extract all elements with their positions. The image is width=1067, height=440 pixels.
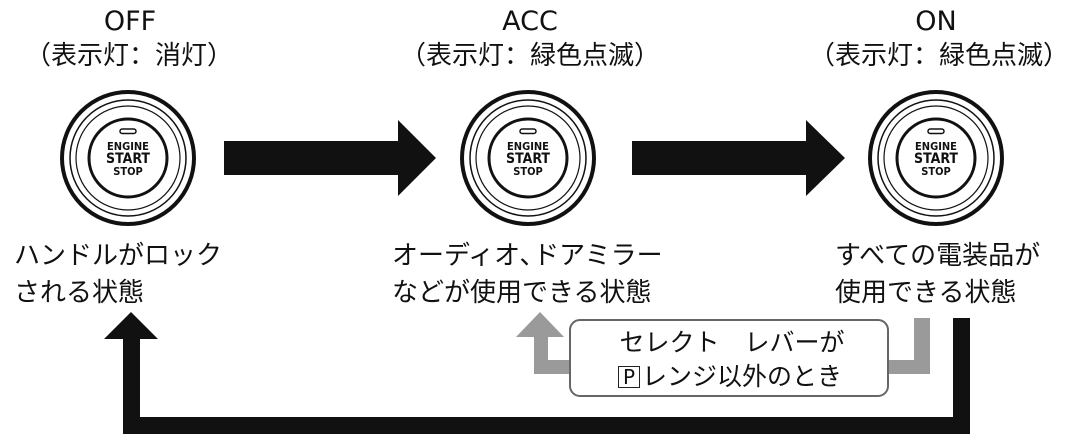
state-on-name: ON: [915, 6, 957, 37]
button-label-line: START: [506, 151, 550, 167]
state-on-description-line: すべての電装品が: [835, 241, 1041, 271]
state-acc-description-line: などが使用できる状態: [392, 278, 652, 308]
button-label: ENGINE START STOP: [901, 141, 971, 177]
return-arrow-icon: [104, 312, 970, 434]
state-acc-description: オーディオ､ドアミラー などが使用できる状態: [392, 238, 663, 312]
state-off-indicator: （表示灯：消灯）: [24, 41, 233, 71]
button-label-line: ENGINE: [915, 140, 957, 153]
state-off-description: ハンドルがロック される状態: [14, 238, 222, 312]
condition-note-line1: セレクト レバーが: [619, 328, 845, 357]
state-on-description: すべての電装品が 使用できる状態: [835, 238, 1040, 312]
state-acc-name: ACC: [502, 6, 558, 37]
button-label-line: START: [914, 151, 958, 167]
state-off-description-line: される状態: [14, 278, 145, 308]
condition-note-box: [569, 319, 889, 397]
state-on-description-line: 使用できる状態: [835, 278, 1017, 308]
state-off-name: OFF: [103, 6, 157, 37]
button-label-line: STOP: [513, 165, 543, 178]
state-acc-description-line: オーディオ､ドアミラー: [392, 241, 663, 271]
state-on-indicator: （表示灯：緑色点滅）: [808, 41, 1067, 71]
button-label-line: STOP: [113, 165, 143, 178]
button-label: ENGINE START STOP: [493, 141, 563, 177]
button-label-line: STOP: [921, 165, 951, 178]
p-range-icon: P: [617, 366, 640, 388]
button-label-line: ENGINE: [107, 140, 149, 153]
button-label-line: START: [106, 151, 150, 167]
state-off-description-line: ハンドルがロック: [14, 241, 223, 271]
right-arrow-icon: [632, 120, 845, 196]
button-label-line: ENGINE: [507, 140, 549, 153]
state-acc-indicator: （表示灯：緑色点滅）: [399, 41, 660, 71]
button-label: ENGINE START STOP: [93, 141, 163, 177]
condition-note-line2-text: レンジ以外のとき: [641, 362, 842, 391]
right-arrow-icon: [224, 120, 436, 196]
